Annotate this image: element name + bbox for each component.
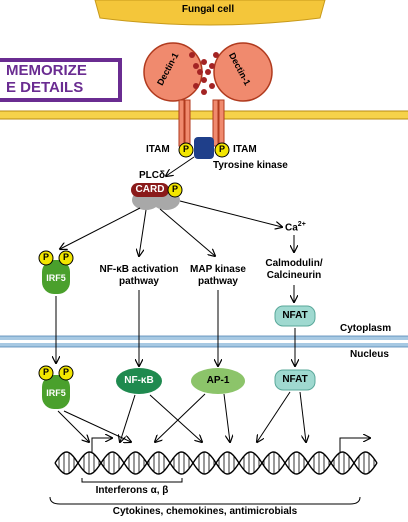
arrow-plc-to-nfkb-pathway — [139, 209, 147, 256]
arrow-plc-to-irf5 — [60, 207, 141, 249]
calmodulin-line-1: Calmodulin/ — [265, 258, 323, 269]
transcription-start-right — [339, 438, 370, 452]
irf5-nucleus — [38, 365, 74, 409]
arrow-plc-to-calcium — [179, 200, 282, 227]
dectin-1-right-receptor — [212, 42, 273, 147]
nfat-nucleus-label: NFAT — [282, 374, 308, 385]
map-pathway-line-2: pathway — [197, 276, 238, 287]
interferons-label: Interferons α, β — [95, 485, 169, 496]
irf5-p-right: P — [62, 252, 69, 262]
nfat-cytoplasm-shape — [274, 305, 316, 327]
card-label: CARD — [135, 184, 165, 195]
irf5-nucleus-p-right: P — [62, 367, 69, 377]
nfkb-pathway-line-1: NF-κB activation — [99, 264, 179, 275]
transcription-start-left — [91, 438, 112, 452]
nfat-cytoplasm-label: NFAT — [282, 310, 308, 321]
irf5-cytoplasm-label: IRF5 — [46, 273, 66, 283]
tyrosine-kinase-shape — [194, 137, 214, 159]
irf5-nucleus-label: IRF5 — [46, 388, 66, 398]
nucleus-label: Nucleus — [350, 349, 389, 360]
itam-right-phosphate — [214, 142, 230, 158]
irf5-p-left: P — [42, 252, 49, 262]
plasma-membrane — [0, 110, 408, 120]
bracket-cytokines — [49, 496, 361, 505]
arrow-kinase-to-plc — [166, 156, 195, 176]
calmodulin-line-2: Calcineurin — [266, 270, 322, 281]
irf5-nucleus-p-left: P — [42, 367, 49, 377]
itam-right-label: ITAM — [233, 144, 257, 155]
irf5-cytoplasm — [38, 250, 74, 294]
itam-left-label: ITAM — [146, 144, 170, 155]
fungal-cell-label: Fungal cell — [181, 4, 235, 15]
nfkb-pathway-line-2: pathway — [118, 276, 159, 287]
nuclear-envelope — [0, 335, 408, 348]
bracket-interferons — [81, 478, 183, 483]
calcium-label: Ca2+ — [285, 221, 306, 233]
beta-glucan-ligands — [189, 52, 219, 95]
plc-p: P — [171, 184, 178, 194]
ap1-nucleus-label: AP-1 — [206, 375, 230, 386]
nfat-nucleus-shape — [274, 369, 316, 391]
memorize-line-1: MEMORIZE — [6, 62, 87, 79]
map-pathway-line-1: MAP kinase — [190, 264, 246, 275]
arrows-to-dna — [57, 391, 306, 442]
memorize-banner: MEMORIZE E DETAILS — [0, 58, 122, 102]
dna-helix — [54, 451, 378, 475]
itam-left-phosphate — [178, 142, 194, 158]
itam-left-p: P — [182, 144, 189, 154]
memorize-line-2: E DETAILS — [6, 79, 84, 96]
itam-right-p: P — [218, 144, 225, 154]
fungal-cell-body — [94, 0, 326, 26]
nfkb-nucleus-label: NF-κB — [124, 375, 154, 386]
tyrosine-kinase-label: Tyrosine kinase — [213, 160, 288, 171]
plc-complex — [131, 182, 183, 210]
arrow-plc-to-map-pathway — [159, 208, 215, 256]
plc-label: PLCδ — [139, 170, 166, 181]
calcium-superscript: 2+ — [297, 221, 306, 228]
calcium-text: Ca — [285, 222, 298, 234]
ap1-nucleus-shape — [191, 368, 245, 394]
nfkb-nucleus-shape — [116, 368, 162, 394]
cytokines-label: Cytokines, chemokines, antimicrobials — [112, 506, 298, 517]
cytoplasm-label: Cytoplasm — [340, 323, 392, 334]
